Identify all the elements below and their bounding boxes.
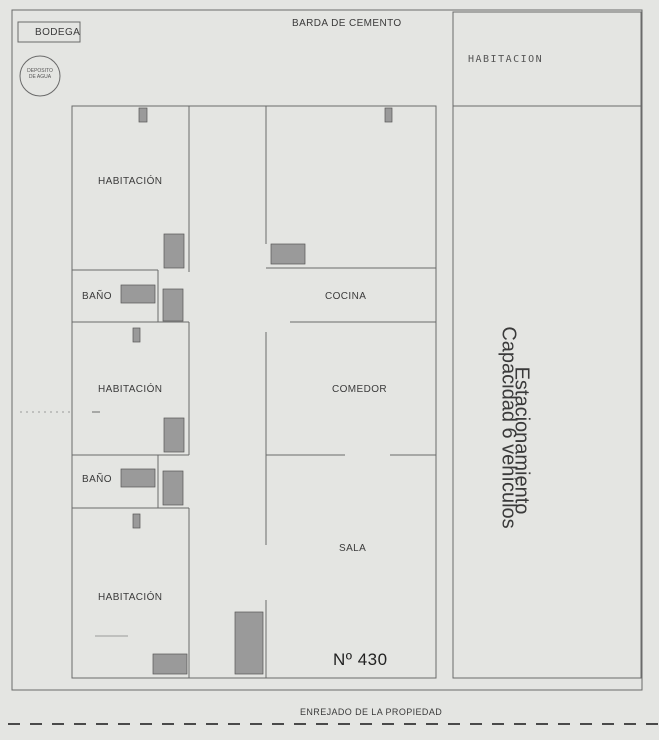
habitacion-3-label: HABITACIÓN	[98, 592, 163, 603]
bodega-label: BODEGA	[35, 27, 81, 38]
fixture-bed	[163, 233, 185, 269]
fixture-window	[384, 107, 393, 123]
deposito-line-1: DEPOSITO	[27, 68, 53, 74]
house-outline	[71, 105, 437, 679]
house-number: Nº 430	[333, 650, 388, 669]
enrejado-label: ENREJADO DE LA PROPIEDAD	[300, 707, 443, 717]
sala-label: SALA	[339, 543, 367, 554]
fixture-stove	[270, 243, 306, 265]
fixture-tub	[120, 468, 156, 488]
habitacion-top-right-label: HABITACION	[468, 54, 544, 65]
fixture-window	[138, 107, 148, 123]
habitacion-2-label: HABITACIÓN	[98, 384, 163, 395]
bano-1-label: BAÑO	[82, 291, 112, 302]
barda-label: BARDA DE CEMENTO	[292, 18, 402, 29]
deposito-line-2: DE AGUA	[28, 74, 52, 80]
capacidad-label: Capacidad 6 vehículos	[497, 326, 520, 529]
fixture-window	[132, 327, 141, 343]
fixture-bed	[163, 417, 185, 453]
comedor-label: COMEDOR	[332, 384, 388, 395]
fixture-window	[132, 513, 141, 529]
deposito-label: DEPOSITO DE AGUA	[24, 68, 56, 80]
bodega-box	[17, 21, 81, 43]
water-tank	[19, 55, 61, 97]
fixture-car	[234, 611, 264, 675]
fixture-bed	[152, 653, 188, 675]
fixture-toilet	[162, 470, 184, 506]
cocina-label: COCINA	[325, 291, 367, 302]
fixture-tub	[120, 284, 156, 304]
habitacion-1-label: HABITACIÓN	[98, 176, 163, 187]
parking-area	[452, 105, 642, 679]
property-boundary	[11, 9, 643, 691]
bano-2-label: BAÑO	[82, 474, 112, 485]
fixture-toilet	[162, 288, 184, 322]
